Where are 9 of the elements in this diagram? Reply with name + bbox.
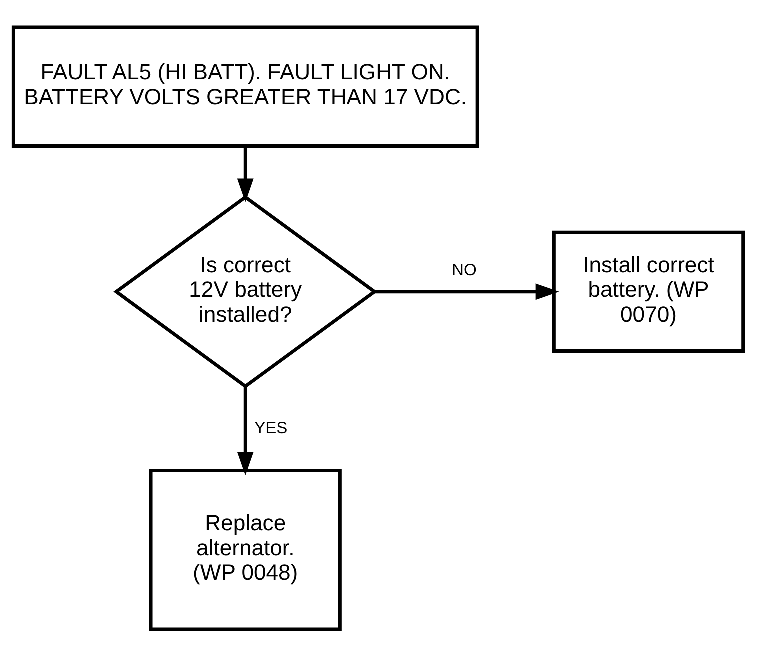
node-diamond: Is correct 12V battery installed? — [114, 194, 378, 388]
arrow — [237, 146, 254, 202]
node-box: Install correct battery. (WP 0070) — [552, 230, 746, 352]
arrow — [374, 283, 560, 300]
edge-label: YES — [254, 418, 288, 438]
edge-label: NO — [452, 260, 477, 279]
node-box: FAULT AL5 (HI BATT). FAULT LIGHT ON. BATTERY VOLTS GREATER THAN 17 VDC. — [12, 25, 480, 148]
node-box: Replace alternator. (WP 0048) — [149, 468, 342, 631]
arrow — [237, 386, 254, 476]
